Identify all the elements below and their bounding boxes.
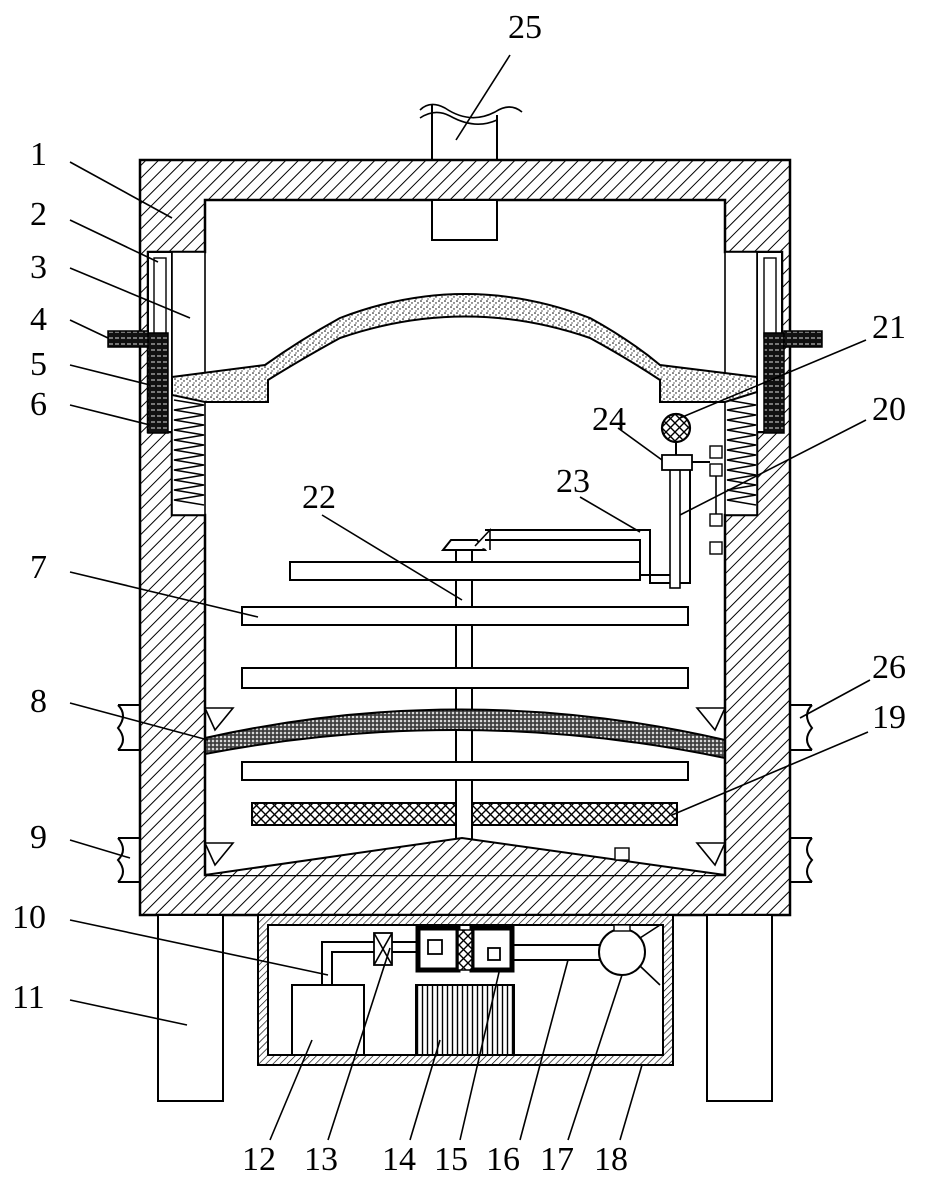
label-21: 21 <box>872 309 906 346</box>
label-20: 20 <box>872 391 906 428</box>
base-equipment-box <box>257 914 674 1066</box>
label-9: 9 <box>30 819 47 856</box>
label-2: 2 <box>30 196 47 233</box>
label-12: 12 <box>242 1141 276 1178</box>
stirring-blades <box>241 561 689 781</box>
right-slider-block <box>763 330 823 434</box>
leader-lines <box>69 54 871 1141</box>
label-3: 3 <box>30 249 47 286</box>
support-legs <box>157 914 773 1102</box>
label-15: 15 <box>434 1141 468 1178</box>
label-19: 19 <box>872 699 906 736</box>
label-5: 5 <box>30 346 47 383</box>
label-14: 14 <box>382 1141 416 1178</box>
spray-pipe <box>485 470 691 584</box>
conical-bottom <box>203 836 727 876</box>
label-22: 22 <box>302 479 336 516</box>
right-outlet-ports <box>790 704 814 883</box>
nozzle-assembly <box>660 412 723 589</box>
label-13: 13 <box>304 1141 338 1178</box>
label-6: 6 <box>30 386 47 423</box>
label-25: 25 <box>508 9 542 46</box>
filter-screen <box>203 707 727 760</box>
left-slider-block <box>107 330 169 434</box>
label-26: 26 <box>872 649 906 686</box>
left-outlet-ports <box>116 704 140 883</box>
label-1: 1 <box>30 136 47 173</box>
label-4: 4 <box>30 301 47 338</box>
label-17: 17 <box>540 1141 574 1178</box>
label-18: 18 <box>594 1141 628 1178</box>
label-11: 11 <box>12 979 45 1016</box>
dome-cover-plate <box>171 293 758 403</box>
label-23: 23 <box>556 463 590 500</box>
label-24: 24 <box>592 401 626 438</box>
label-10: 10 <box>12 899 46 936</box>
label-16: 16 <box>486 1141 520 1178</box>
label-8: 8 <box>30 683 47 720</box>
part-labels: 1 2 3 4 5 6 7 8 9 10 11 12 13 14 15 16 1… <box>12 9 906 1178</box>
left-spring <box>171 389 206 516</box>
right-spring <box>724 389 758 516</box>
scraper-plate <box>251 802 678 826</box>
label-7: 7 <box>30 549 47 586</box>
